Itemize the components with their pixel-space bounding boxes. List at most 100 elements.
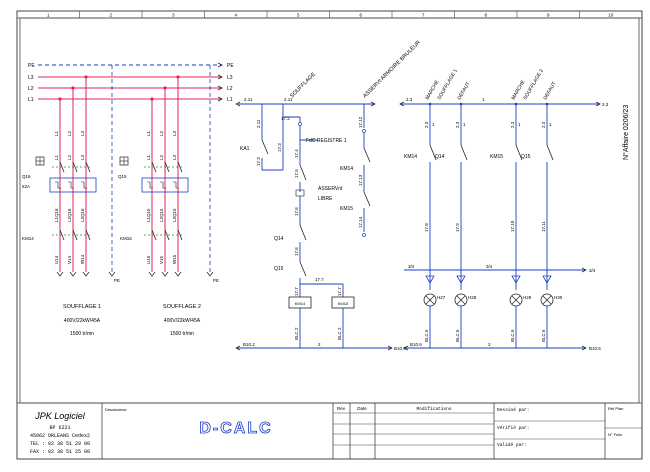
date-header: Date <box>357 406 367 411</box>
rail-left-num-2: 2.11 <box>284 97 293 102</box>
bus-label-l1: L1 <box>28 97 34 103</box>
bottom-ref-4: B10.6 <box>589 346 601 351</box>
bus-right-l2: L2 <box>227 86 233 92</box>
fdc-registre-label: FdC REGISTRE 1 <box>306 138 347 144</box>
column-number-1: 1 <box>47 13 50 18</box>
branch-contact-label-4: Q15 <box>521 154 531 160</box>
branch-lamp-cross-b-3 <box>511 295 521 305</box>
m1-out-w: W14 <box>80 254 85 264</box>
branch-wire-label-1: 17.8 <box>424 223 429 232</box>
ka1-label: KA1 <box>240 146 250 152</box>
m2-mid-l1: L1 <box>146 154 151 160</box>
branch-diode-icon-4 <box>542 275 552 284</box>
ref-plan: Réf Plan <box>608 406 623 411</box>
company-city: 45062 ORLEANS Cedex2 <box>30 433 90 439</box>
company-bp: BP 6221 <box>49 425 70 431</box>
rail-right-num-2: 1 <box>482 97 485 102</box>
column-number-2: 2 <box>109 13 112 18</box>
wire-17-4: 17.4 <box>294 149 299 158</box>
m2-mid-l3: L3 <box>172 154 177 160</box>
branch-lamp-cross-b-1 <box>425 295 435 305</box>
branch-lamp-cross-b-4 <box>542 295 552 305</box>
m1-title: SOUFFLAGE 1 <box>63 304 101 310</box>
wire-17-7-a: 17.7 <box>315 277 324 282</box>
m1-mid-l3: L3 <box>80 154 85 160</box>
m1-out-v: V14 <box>67 255 72 264</box>
m1-top-l2: L2 <box>67 130 72 136</box>
folio: N° Folio <box>608 432 623 437</box>
branch-lamp-label-1: H27 <box>437 295 446 300</box>
column-number-5: 5 <box>297 13 300 18</box>
m2-spec: 400V/22kW/45A <box>164 318 201 324</box>
neutral-1: 2 <box>318 342 321 347</box>
branch-num-2: 2.3 <box>455 121 460 128</box>
branch-junction-3 <box>514 102 518 106</box>
wire-17-3-b: 17.3 <box>277 143 282 152</box>
branch-junction-4 <box>545 102 549 106</box>
m1-top-l1: L1 <box>54 130 59 136</box>
m1-mid-l1: L1 <box>54 154 59 160</box>
wire-17-12: 17.12 <box>358 116 363 128</box>
m1-top-l3: L3 <box>80 130 85 136</box>
branch-blc-4: BLC 6 <box>541 329 546 342</box>
branch-junction-2 <box>459 102 463 106</box>
bottom-ref-1: B10.2 <box>243 342 255 347</box>
verifie-par: Vérifié par: <box>497 425 529 431</box>
column-number-10: 10 <box>608 13 614 18</box>
wire-17-3-a: 17.3 <box>256 157 261 166</box>
sheet-frame <box>16 10 643 460</box>
m1-spec: 400V/22kW/45A <box>64 318 101 324</box>
m1-switch-id: Q16 <box>22 174 31 179</box>
branch-contact-3 <box>515 144 523 161</box>
m1-contactor: KM14 <box>22 236 34 241</box>
branch-diode-icon-3 <box>511 275 521 284</box>
m2-pe: PE <box>213 278 219 283</box>
m2-cable-2: L2Q15 <box>159 208 164 222</box>
column-number-9: 9 <box>547 13 550 18</box>
m2-top-l2: L2 <box>159 130 164 136</box>
branch-wire-label-4: 17.11 <box>541 221 546 232</box>
m1-speed: 1500 tr/mn <box>70 331 94 337</box>
bus-right-l1: L1 <box>227 97 233 103</box>
company-fax: FAX : 02 38 51 25 00 <box>30 449 90 455</box>
m2-out-v: V15 <box>159 255 164 264</box>
m1-cable-3: L3Q16 <box>80 208 85 222</box>
power-bus: PE L3 L2 L1 PE L3 L2 L1 <box>28 62 234 103</box>
bottom-ref-2: B10.6 <box>394 346 406 351</box>
branch-lamp-label-3: H29 <box>523 295 532 300</box>
column-number-3: 3 <box>172 13 175 18</box>
branch-junction-1 <box>428 102 432 106</box>
affaire-number: N°Affaire 0206/23 <box>622 105 630 160</box>
m2-cable-1: L1Q15 <box>146 208 151 222</box>
rail-right-num-1: 2.3 <box>406 97 413 102</box>
column-number-4: 4 <box>234 13 237 18</box>
wire-17-6-b: 17.6 <box>294 247 299 256</box>
q14-contact: Q14 <box>274 236 284 242</box>
branch-blc-3: BLC 6 <box>510 329 515 342</box>
wire-17-14: 17.14 <box>358 216 363 228</box>
column-number-7: 7 <box>422 13 425 18</box>
m2-top-l3: L3 <box>172 130 177 136</box>
q15-contact: Q15 <box>274 266 284 272</box>
branch-num-1: 2.3 <box>424 121 429 128</box>
valide-par: Validé par: <box>497 442 527 448</box>
m1-protection-box <box>49 177 97 193</box>
m2-contactor: KM15 <box>120 236 132 241</box>
m2-switch-id: Q15 <box>118 174 127 179</box>
dessinateur-label: Dessinateur: <box>105 407 127 412</box>
m1-pe: PE <box>114 278 120 283</box>
asserv-line-1: ASSERVnt <box>318 186 343 192</box>
branch-num-4: 2.3 <box>541 121 546 128</box>
bus-label-pe: PE <box>28 63 35 69</box>
wire-17-13: 17.13 <box>358 174 363 186</box>
m1-cable-1: L1Q16 <box>54 208 59 222</box>
m2-mid-l2: L2 <box>159 154 164 160</box>
motor-2-circuit: L1 L2 L3 L1 L2 L3 Q15 L1Q15 L2Q15 L3Q15 … <box>118 75 219 337</box>
m1-out-u: U14 <box>54 255 59 264</box>
coil-km14-label: KM14 <box>295 301 306 306</box>
bus-label-l2: L2 <box>28 86 34 92</box>
blc-1: BLC 2 <box>294 327 299 340</box>
n34-1: 3/4 <box>408 264 415 269</box>
